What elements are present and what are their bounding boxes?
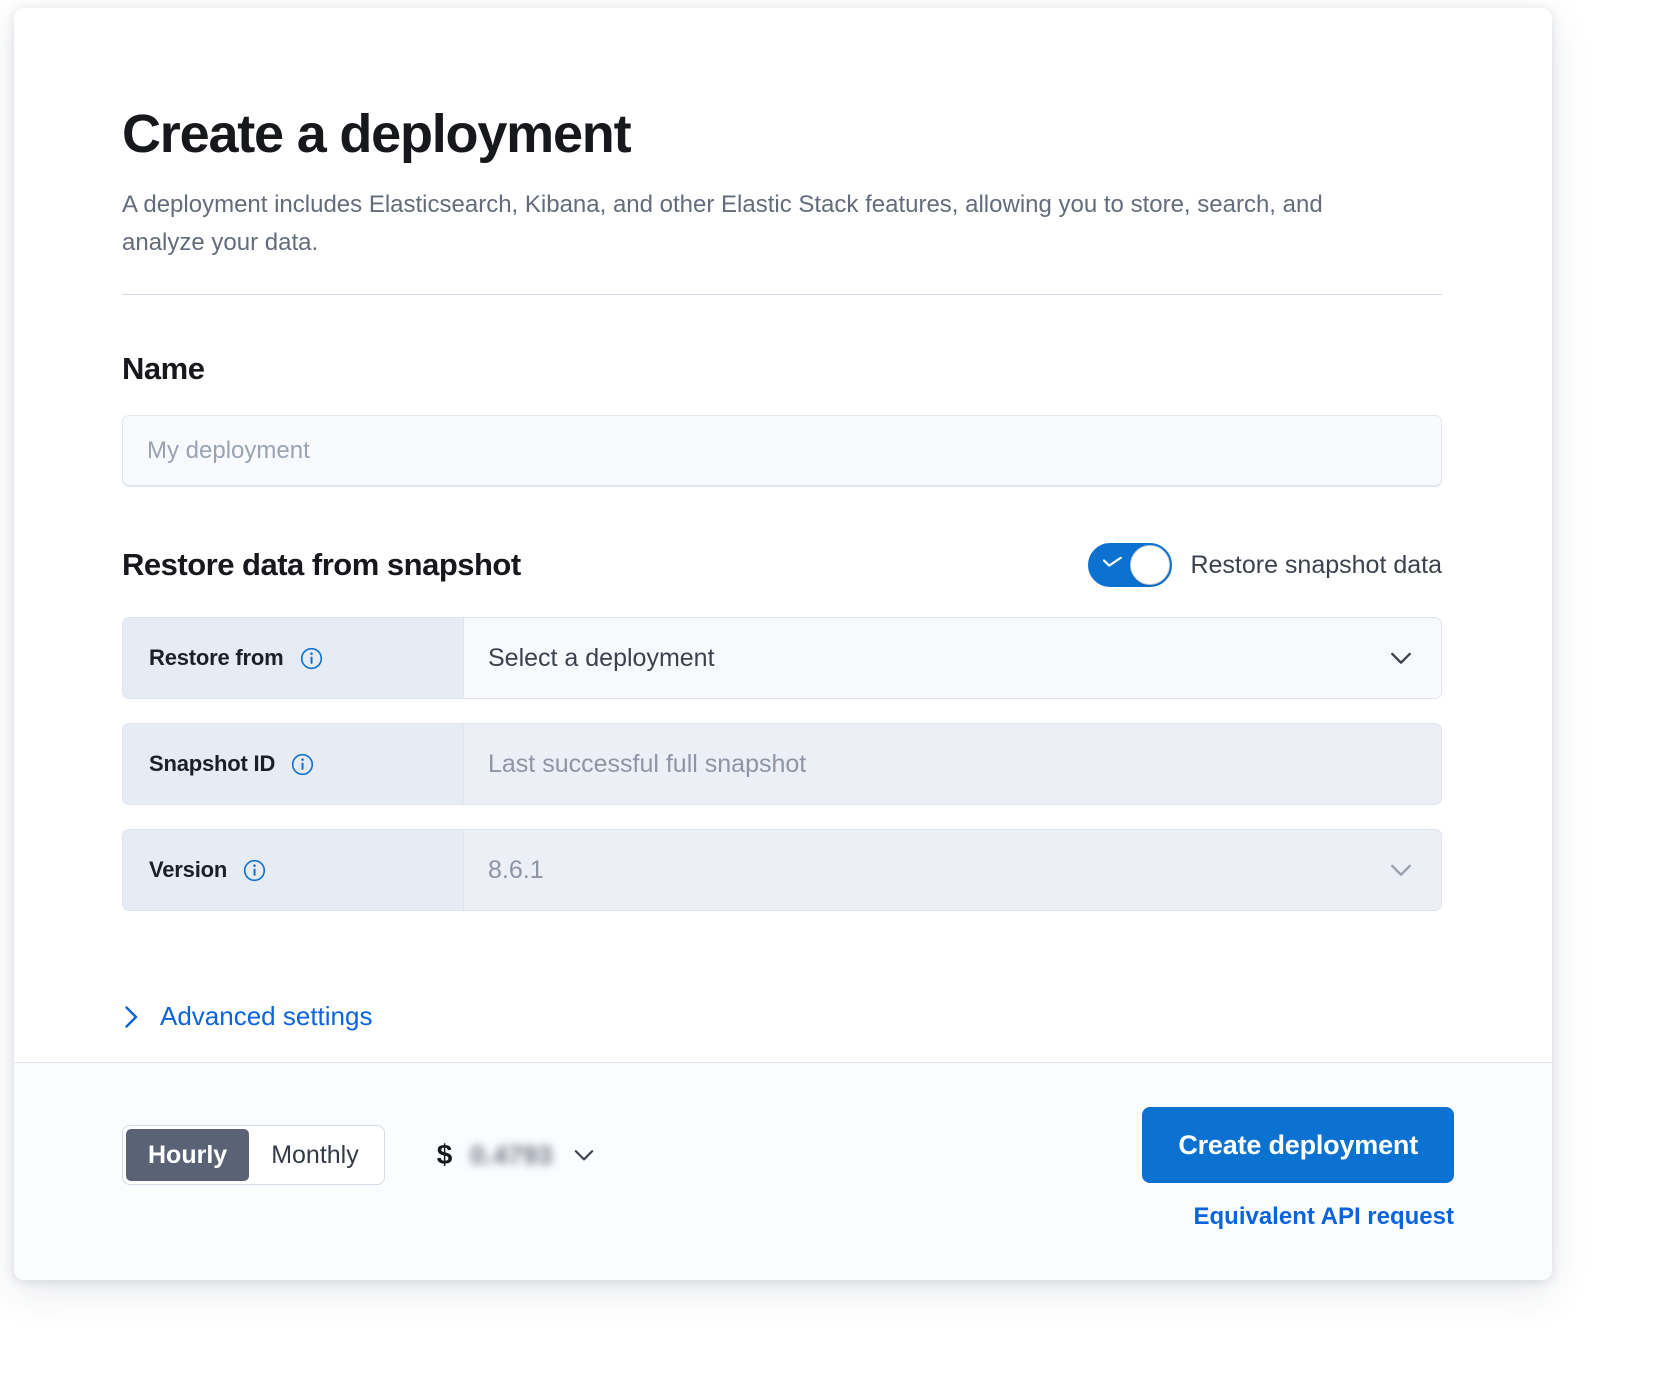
price-amount: 0.4793: [470, 1139, 553, 1170]
chevron-down-icon[interactable]: [571, 1142, 597, 1168]
footer-left-group: Hourly Monthly $ 0.4793: [122, 1125, 597, 1185]
name-section: Name My deployment: [122, 351, 1442, 487]
snapshot-id-field: Last successful full snapshot: [464, 724, 1441, 804]
deployment-name-placeholder: My deployment: [147, 437, 310, 464]
row-restore-from[interactable]: Restore from Select a deployment: [122, 617, 1442, 699]
restore-from-label-group: Restore from: [123, 618, 464, 698]
chevron-down-icon: [1391, 864, 1411, 876]
content-column: Create a deployment A deployment include…: [122, 104, 1442, 1035]
row-version: Version 8.6.1: [122, 829, 1442, 911]
chevron-down-icon[interactable]: [1387, 644, 1415, 672]
billing-option-hourly[interactable]: Hourly: [126, 1129, 250, 1181]
check-icon: [1103, 557, 1123, 567]
page-description: A deployment includes Elasticsearch, Kib…: [122, 191, 1323, 256]
restore-form-rows: Restore from Select a deployment: [122, 617, 1442, 911]
restore-switch-label: Restore snapshot data: [1190, 550, 1442, 579]
restore-section-header: Restore data from snapshot Restore snaps…: [122, 543, 1442, 587]
billing-option-monthly[interactable]: Monthly: [271, 1140, 359, 1169]
restore-switch-group[interactable]: Restore snapshot data: [1088, 543, 1442, 587]
billing-period-segmented-control[interactable]: Hourly Monthly: [122, 1125, 385, 1185]
snapshot-id-value: Last successful full snapshot: [488, 749, 807, 778]
name-heading: Name: [122, 351, 205, 386]
info-icon[interactable]: [291, 753, 314, 776]
price-display[interactable]: $ 0.4793: [437, 1139, 597, 1171]
page-title: Create a deployment: [122, 104, 632, 164]
restore-snapshot-toggle[interactable]: [1088, 543, 1173, 587]
create-deployment-card: Create a deployment A deployment include…: [14, 8, 1552, 1280]
snapshot-id-label-group: Snapshot ID: [123, 724, 464, 804]
chevron-right-icon: [125, 1005, 138, 1028]
restore-from-label: Restore from: [149, 645, 284, 670]
equivalent-api-request-link[interactable]: Equivalent API request: [1193, 1203, 1454, 1230]
deployment-name-input[interactable]: My deployment: [122, 415, 1442, 487]
advanced-settings-toggle[interactable]: Advanced settings: [122, 1001, 372, 1032]
advanced-settings-label: Advanced settings: [160, 1001, 373, 1031]
toggle-knob: [1130, 545, 1171, 585]
header-divider: [122, 294, 1442, 295]
version-label: Version: [149, 857, 228, 882]
info-icon[interactable]: [243, 859, 266, 882]
version-label-group: Version: [123, 830, 464, 910]
version-field: 8.6.1: [464, 830, 1441, 910]
restore-from-field[interactable]: Select a deployment: [464, 618, 1441, 698]
snapshot-id-label: Snapshot ID: [149, 751, 276, 776]
info-icon[interactable]: [300, 647, 323, 670]
restore-from-value: Select a deployment: [488, 643, 715, 672]
create-deployment-button[interactable]: Create deployment: [1142, 1107, 1454, 1183]
row-snapshot-id: Snapshot ID Last successful full snapsho…: [122, 723, 1442, 805]
restore-heading: Restore data from snapshot: [122, 547, 521, 582]
footer-right-group: Create deployment Equivalent API request: [1142, 1107, 1454, 1231]
version-value: 8.6.1: [488, 855, 544, 884]
footer-bar: Hourly Monthly $ 0.4793 Create deploymen…: [14, 1062, 1552, 1280]
price-currency: $: [436, 1139, 453, 1170]
card-body: Create a deployment A deployment include…: [14, 8, 1552, 1062]
